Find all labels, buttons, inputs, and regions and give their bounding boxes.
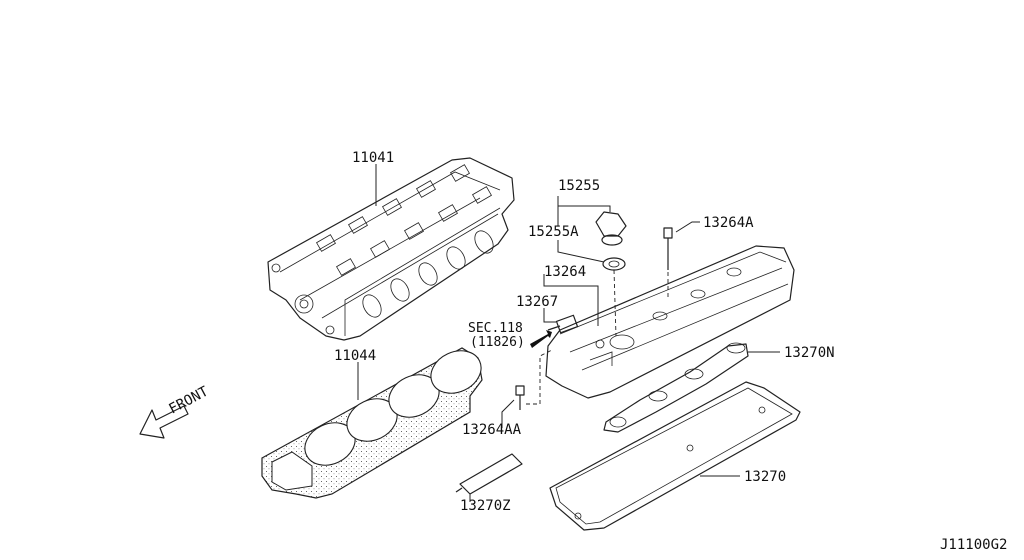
sealant-tube[interactable] xyxy=(455,453,523,495)
spark-plug-gasket[interactable] xyxy=(603,342,749,433)
front-arrow-icon xyxy=(139,405,189,439)
label-13270N: 13270N xyxy=(784,345,835,361)
label-13264A: 13264A xyxy=(703,215,754,231)
label-11041: 11041 xyxy=(352,150,394,166)
cylinder-head[interactable] xyxy=(267,157,515,341)
label-15255: 15255 xyxy=(558,178,600,194)
label-11044: 11044 xyxy=(334,348,376,364)
label-sec118-sub: (11826) xyxy=(470,335,525,350)
bolt-13264AA[interactable] xyxy=(515,385,525,410)
label-sec118: SEC.118 xyxy=(468,321,523,336)
pcv-valve[interactable] xyxy=(547,314,579,334)
rocker-cover-gasket[interactable] xyxy=(549,381,801,531)
label-13270: 13270 xyxy=(744,469,786,485)
label-13264AA: 13264AA xyxy=(462,422,522,438)
bolt-13264A[interactable] xyxy=(663,227,673,270)
diagram-code: J11100G2 xyxy=(940,537,1007,553)
oil-filler-cap[interactable] xyxy=(595,211,627,246)
label-front: FRONT xyxy=(166,383,211,417)
sec-ref-arrow-icon xyxy=(530,330,552,348)
label-15255A: 15255A xyxy=(528,224,579,240)
label-13264: 13264 xyxy=(544,264,586,280)
oil-filler-cap-gasket[interactable] xyxy=(602,257,626,271)
head-gasket[interactable] xyxy=(261,343,488,499)
label-13267: 13267 xyxy=(516,294,558,310)
rocker-cover[interactable] xyxy=(545,245,795,399)
label-13270Z: 13270Z xyxy=(460,498,511,514)
